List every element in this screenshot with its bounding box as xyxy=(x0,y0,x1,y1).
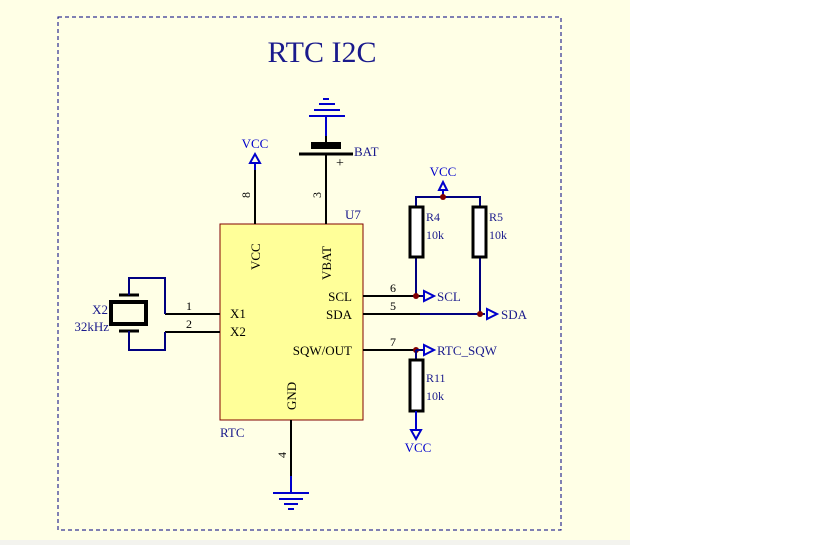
pin-name-sda: SDA xyxy=(326,307,353,322)
pin-number-3: 3 xyxy=(310,192,324,198)
r4-designator: R4 xyxy=(426,210,440,224)
pin-name-scl: SCL xyxy=(328,289,352,304)
power-arrow-icon xyxy=(437,179,449,191)
r4-value: 10k xyxy=(426,228,444,242)
net-label-scl: SCL xyxy=(437,289,461,304)
pin-number-5: 5 xyxy=(390,299,396,313)
crystal-symbol[interactable] xyxy=(109,277,166,351)
vcc-power-port-r11[interactable] xyxy=(409,411,423,442)
crystal-value: 32kHz xyxy=(74,319,109,334)
r5-value: 10k xyxy=(489,228,507,242)
junction-dot xyxy=(440,194,446,200)
port-arrow-icon xyxy=(423,289,437,303)
vcc-label-chip: VCC xyxy=(242,136,269,151)
net-port-scl[interactable] xyxy=(423,289,437,303)
resistor-r5[interactable] xyxy=(471,205,488,259)
power-arrow-icon xyxy=(248,151,262,164)
crystal-designator: X2 xyxy=(92,302,108,317)
junction-dot xyxy=(413,293,419,299)
battery-designator: BAT xyxy=(354,144,379,159)
bottom-strip xyxy=(0,540,630,545)
power-arrow-icon xyxy=(409,429,423,442)
vcc-power-port-chip[interactable] xyxy=(248,151,262,170)
pin-number-6: 6 xyxy=(390,281,396,295)
pin-name-gnd: GND xyxy=(284,382,299,410)
pin-number-2: 2 xyxy=(186,317,192,331)
r5-designator: R5 xyxy=(489,210,503,224)
vcc-label-pullup: VCC xyxy=(430,164,457,179)
r11-designator: R11 xyxy=(426,371,446,385)
pin-number-8: 8 xyxy=(239,192,253,198)
chip-comment: RTC xyxy=(220,425,245,440)
port-arrow-icon xyxy=(486,307,500,321)
ground-icon-battery xyxy=(309,98,345,117)
sheet-border xyxy=(57,16,562,531)
pin-name-vbat: VBAT xyxy=(319,246,334,280)
pin-name-x1: X1 xyxy=(230,306,246,321)
r11-value: 10k xyxy=(426,389,444,403)
sheet-title: RTC I2C xyxy=(267,36,376,69)
net-port-rtc-sqw[interactable] xyxy=(416,343,437,357)
port-arrow-icon xyxy=(423,343,437,357)
ground-icon-chip xyxy=(273,476,309,510)
pin-number-7: 7 xyxy=(390,335,396,349)
pin-name-vcc: VCC xyxy=(248,243,263,270)
vcc-label-r11: VCC xyxy=(405,440,432,455)
pin-name-x2: X2 xyxy=(230,324,246,339)
net-label-sda: SDA xyxy=(501,307,528,322)
pin-number-1: 1 xyxy=(186,299,192,313)
junction-dot xyxy=(477,311,483,317)
rtc-chip-body[interactable] xyxy=(219,223,364,421)
net-port-sda[interactable] xyxy=(486,307,500,321)
resistor-r4[interactable] xyxy=(408,205,425,259)
resistor-r11[interactable] xyxy=(408,358,425,413)
chip-designator: U7 xyxy=(345,207,361,222)
pin-number-4: 4 xyxy=(275,452,289,458)
pin-name-sqw: SQW/OUT xyxy=(293,343,352,358)
net-label-rtc-sqw: RTC_SQW xyxy=(437,343,498,358)
battery-polarity: + xyxy=(336,156,344,171)
battery-symbol[interactable] xyxy=(299,116,353,156)
